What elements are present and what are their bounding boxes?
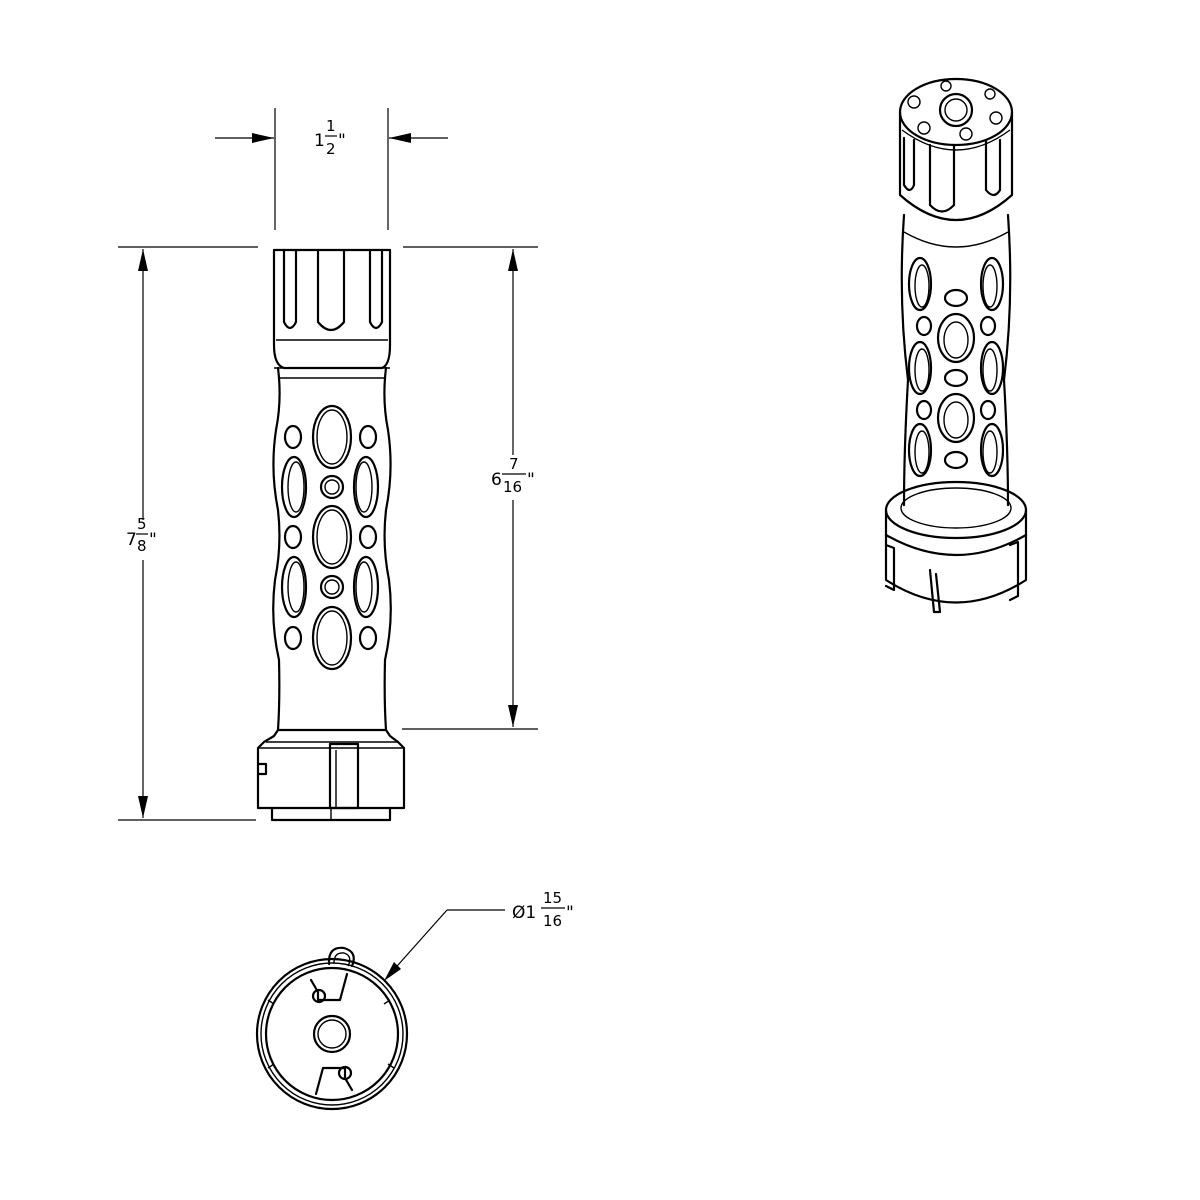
width-top-num: 1 (326, 117, 336, 135)
width-top-den: 2 (326, 140, 336, 158)
center-hole (312, 1014, 352, 1054)
tube-height-num: 7 (509, 455, 519, 473)
width-top-whole: 1 (314, 131, 325, 151)
dimension-overall-height: 7 5 8 " (118, 246, 258, 821)
tube-height-den: 16 (503, 478, 522, 496)
isometric-view (884, 77, 1028, 614)
front-tube (272, 366, 392, 732)
front-crown (272, 248, 392, 370)
base-diameter-den: 16 (543, 912, 562, 930)
dimension-base-diameter: Ø1 15 16 " (384, 889, 574, 981)
front-perforations (280, 404, 380, 671)
perforation-oval (311, 605, 353, 671)
front-view (256, 248, 406, 822)
perforation-oval (311, 504, 353, 570)
front-base (256, 728, 406, 822)
dimension-width-top: 1 1 2 " (215, 108, 448, 230)
tube-height-unit: " (527, 470, 535, 490)
overall-height-den: 8 (137, 537, 147, 555)
overall-height-whole: 7 (126, 530, 137, 550)
base-diameter-prefix: Ø1 (512, 903, 536, 923)
width-top-unit: " (338, 131, 346, 151)
bottom-view (255, 946, 409, 1111)
dimension-tube-height: 6 7 16 " (402, 246, 538, 730)
base-diameter-unit: " (566, 903, 574, 923)
overall-height-num: 5 (137, 515, 147, 533)
perforation-small (319, 574, 345, 600)
perforation-small (319, 474, 345, 500)
overall-height-unit: " (149, 530, 157, 550)
perforation-oval (311, 404, 353, 470)
base-diameter-num: 15 (543, 889, 562, 907)
tube-height-whole: 6 (491, 470, 502, 490)
